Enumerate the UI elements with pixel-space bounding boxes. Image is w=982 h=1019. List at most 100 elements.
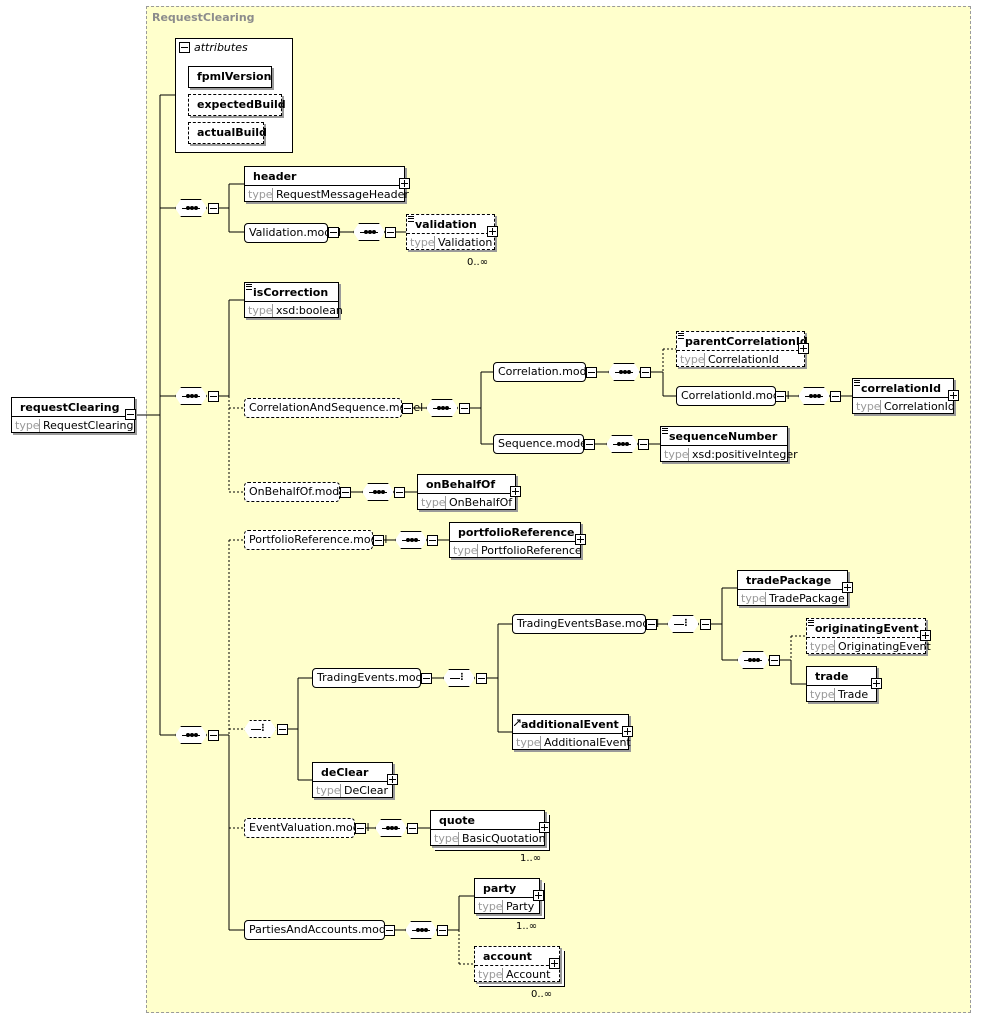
sequence-compositor-icon <box>737 651 769 669</box>
expand-icon[interactable] <box>533 890 544 901</box>
attribute-fpml-version[interactable]: fpmlVersion <box>188 66 272 88</box>
group-trading-events-model[interactable]: TradingEvents.model <box>312 668 432 688</box>
collapse-icon[interactable] <box>340 487 351 498</box>
expand-icon[interactable] <box>575 534 586 545</box>
collapse-icon[interactable] <box>586 367 597 378</box>
expand-icon[interactable] <box>487 226 498 237</box>
expand-icon[interactable] <box>387 774 398 785</box>
collapse-icon[interactable] <box>208 391 219 402</box>
element-type: Account <box>506 968 551 981</box>
group-portfolio-reference-model[interactable]: PortfolioReference.model <box>244 530 387 550</box>
collapse-icon[interactable] <box>476 673 487 684</box>
attributes-collapse-icon[interactable] <box>179 42 190 53</box>
cardinality-label: 0..∞ <box>467 257 489 268</box>
type-label: type <box>741 592 766 605</box>
expand-icon[interactable] <box>510 486 521 497</box>
group-correlation-and-sequence-model[interactable]: CorrelationAndSequence.model <box>244 398 423 418</box>
type-label: type <box>248 188 273 201</box>
collapse-icon[interactable] <box>208 730 219 741</box>
expand-icon[interactable] <box>798 343 809 354</box>
collapse-icon[interactable] <box>355 823 366 834</box>
group-sequence-model[interactable]: Sequence.model <box>493 434 590 454</box>
collapse-icon[interactable] <box>394 487 405 498</box>
collapse-icon[interactable] <box>208 203 219 214</box>
expand-icon[interactable] <box>539 822 550 833</box>
element-name: trade <box>815 670 849 683</box>
expand-icon[interactable] <box>842 582 853 593</box>
collapse-icon[interactable] <box>830 391 841 402</box>
attribute-expected-build[interactable]: expectedBuild <box>188 94 286 116</box>
type-label: type <box>478 900 503 913</box>
collapse-icon[interactable] <box>385 227 396 238</box>
substitution-icon <box>513 716 521 727</box>
collapse-icon[interactable] <box>407 823 418 834</box>
collapse-icon[interactable] <box>402 403 413 414</box>
documentation-icon <box>678 333 684 339</box>
sequence-compositor-icon <box>353 223 385 241</box>
element-type: CorrelationId <box>708 353 779 366</box>
group-trading-events-base-model[interactable]: TradingEventsBase.model <box>512 614 659 634</box>
collapse-icon[interactable] <box>277 724 288 735</box>
type-label: type <box>453 544 478 557</box>
collapse-icon[interactable] <box>427 535 438 546</box>
documentation-icon <box>808 620 814 626</box>
expand-icon[interactable] <box>920 630 931 641</box>
group-correlation-model[interactable]: Correlation.model <box>493 362 596 382</box>
element-type: Trade <box>838 688 869 701</box>
type-label: type <box>856 400 881 413</box>
group-on-behalf-of-model[interactable]: OnBehalfOf.model <box>244 482 349 502</box>
type-label: type <box>516 736 541 749</box>
expand-icon[interactable] <box>948 390 959 401</box>
sequence-compositor-icon <box>175 199 207 217</box>
collapse-icon[interactable] <box>769 655 780 666</box>
collapse-icon[interactable] <box>700 619 711 630</box>
expand-icon[interactable] <box>549 958 560 969</box>
collapse-icon[interactable] <box>384 925 395 936</box>
type-label: type <box>478 968 503 981</box>
group-event-valuation-model[interactable]: EventValuation.model <box>244 818 370 838</box>
collapse-icon[interactable] <box>437 925 448 936</box>
collapse-icon[interactable] <box>125 409 136 420</box>
expand-icon[interactable] <box>871 678 882 689</box>
collapse-icon[interactable] <box>646 619 657 630</box>
collapse-icon[interactable] <box>638 439 649 450</box>
attributes-heading: attributes <box>194 41 248 54</box>
collapse-icon[interactable] <box>373 535 384 546</box>
collapse-icon[interactable] <box>640 367 651 378</box>
documentation-icon <box>408 216 414 222</box>
element-name: correlationId <box>861 382 941 395</box>
group-validation-model[interactable]: Validation.model <box>244 223 341 243</box>
sequence-compositor-icon <box>405 921 437 939</box>
expand-icon[interactable] <box>622 726 633 737</box>
group-correlation-id-model[interactable]: CorrelationId.model <box>676 386 790 406</box>
element-name: header <box>253 170 297 183</box>
collapse-icon[interactable] <box>584 439 595 450</box>
group-parties-and-accounts-model[interactable]: PartiesAndAccounts.model <box>244 920 396 940</box>
type-label: type <box>664 448 689 461</box>
collapse-icon[interactable] <box>775 391 786 402</box>
attribute-actual-build[interactable]: actualBuild <box>188 122 267 144</box>
collapse-icon[interactable] <box>459 403 470 414</box>
collapse-icon[interactable] <box>421 673 432 684</box>
collapse-icon[interactable] <box>328 227 339 238</box>
expand-icon[interactable] <box>399 178 410 189</box>
sequence-compositor-icon <box>608 363 640 381</box>
